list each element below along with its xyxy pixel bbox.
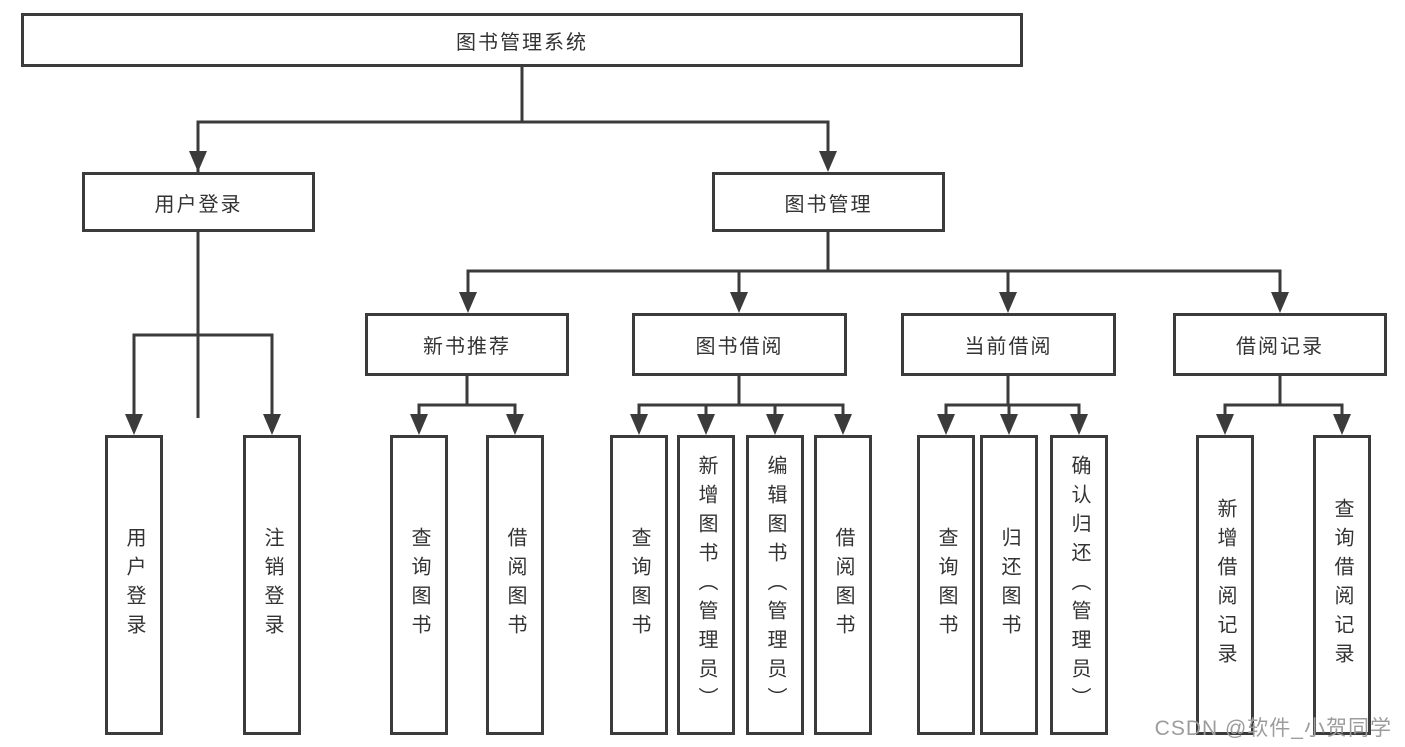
arrowhead-icon <box>506 414 524 435</box>
node-leaf-query-books: 查询图书 <box>390 435 448 735</box>
node-label: 新书推荐 <box>423 336 511 358</box>
arrowhead-icon <box>766 414 784 435</box>
node-label: 注销登录 <box>261 527 283 643</box>
arrowhead-icon <box>630 414 648 435</box>
arrowhead-icon <box>125 414 143 435</box>
connector-line <box>466 232 1282 298</box>
node-book-management: 图书管理 <box>712 172 945 232</box>
arrowhead-icon <box>999 292 1017 313</box>
node-label: 用户登录 <box>123 527 145 643</box>
node-label: 新增图书（管理员） <box>695 454 717 716</box>
csdn-watermark: CSDN @软件_小贺同学 <box>1154 717 1392 740</box>
node-label: 借阅图书 <box>832 527 854 643</box>
node-leaf-query-books-2: 查询图书 <box>610 435 668 735</box>
edges-root-to-level2 <box>189 67 837 418</box>
node-library-management-system: 图书管理系统 <box>21 13 1023 67</box>
node-leaf-add-books-admin: 新增图书（管理员） <box>677 435 735 735</box>
arrowhead-icon <box>730 292 748 313</box>
arrowhead-icon <box>937 414 955 435</box>
arrowhead-icon <box>834 414 852 435</box>
node-label: 查询图书 <box>935 527 957 643</box>
connector-line <box>196 67 830 418</box>
node-leaf-add-borrow-record: 新增借阅记录 <box>1196 435 1254 735</box>
node-leaf-query-borrow-record: 查询借阅记录 <box>1313 435 1371 735</box>
node-borrow-record: 借阅记录 <box>1173 313 1387 376</box>
arrowhead-icon <box>1070 414 1088 435</box>
edges-book-management-to-level3 <box>459 232 1289 313</box>
node-label: 查询图书 <box>408 527 430 643</box>
edges-new-book-recommend-to-leaves <box>410 376 524 435</box>
node-leaf-confirm-return-admin: 确认归还（管理员） <box>1050 435 1108 735</box>
node-label: 查询图书 <box>628 527 650 643</box>
node-leaf-logout: 注销登录 <box>243 435 301 735</box>
node-label: 查询借阅记录 <box>1331 498 1353 672</box>
arrowhead-icon <box>1000 414 1018 435</box>
node-label: 图书管理 <box>784 193 873 216</box>
connector-line <box>637 376 845 420</box>
node-label: 当前借阅 <box>964 336 1053 358</box>
node-new-book-recommend: 新书推荐 <box>365 313 569 376</box>
node-book-borrow: 图书借阅 <box>632 313 847 376</box>
node-label: 编辑图书（管理员） <box>764 454 786 716</box>
arrowhead-icon <box>263 414 281 435</box>
node-leaf-edit-books-admin: 编辑图书（管理员） <box>746 435 804 735</box>
arrowhead-icon <box>1271 292 1289 313</box>
node-label: 借阅图书 <box>504 527 526 643</box>
arrowhead-icon <box>410 414 428 435</box>
node-label: 新增借阅记录 <box>1214 498 1236 672</box>
node-label: 确认归还（管理员） <box>1068 454 1090 716</box>
node-leaf-borrow-books-2: 借阅图书 <box>814 435 872 735</box>
connector-line <box>417 376 517 420</box>
arrowhead-icon <box>1216 414 1234 435</box>
node-leaf-return-books: 归还图书 <box>980 435 1038 735</box>
node-label: 图书管理系统 <box>456 31 588 54</box>
arrowhead-icon <box>819 151 837 172</box>
node-user-login: 用户登录 <box>82 172 315 232</box>
connector-line <box>1223 376 1344 420</box>
node-label: 归还图书 <box>998 527 1020 643</box>
node-label: 借阅记录 <box>1236 336 1324 358</box>
edges-book-borrow-to-leaves <box>630 376 852 435</box>
edges-current-borrow-to-leaves <box>937 376 1088 435</box>
node-leaf-user-login: 用户登录 <box>105 435 163 735</box>
arrowhead-icon <box>459 292 477 313</box>
node-current-borrow: 当前借阅 <box>901 313 1116 376</box>
arrowhead-icon <box>189 151 207 172</box>
node-label: 图书借阅 <box>695 336 784 358</box>
connector-line <box>132 232 274 420</box>
arrowhead-icon <box>1333 414 1351 435</box>
node-leaf-borrow-books: 借阅图书 <box>486 435 544 735</box>
arrowhead-icon <box>697 414 715 435</box>
edges-borrow-record-to-leaves <box>1216 376 1351 435</box>
node-leaf-query-books-3: 查询图书 <box>917 435 975 735</box>
edges-user-login-to-leaves <box>125 232 281 435</box>
connector-line <box>944 376 1081 420</box>
node-label: 用户登录 <box>154 193 243 216</box>
